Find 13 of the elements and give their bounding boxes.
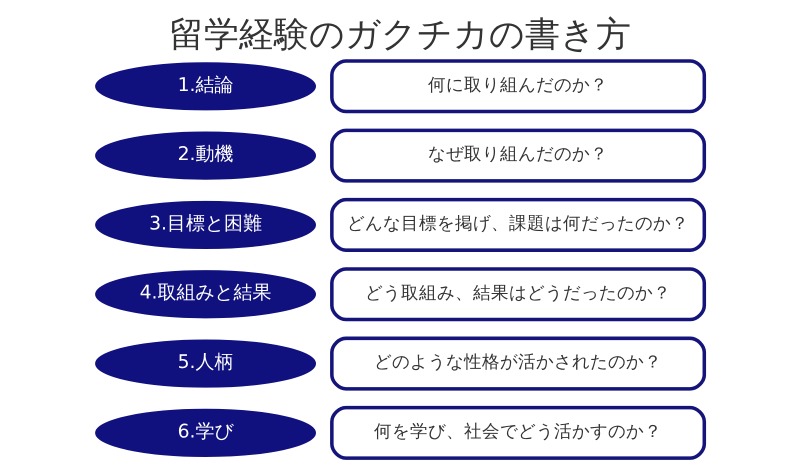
node-box: どう取組み、結果はどうだったのか？ <box>330 267 706 322</box>
node-ellipse: 4.取組みと結果 <box>95 270 316 318</box>
node-box: なぜ取り組んだのか？ <box>330 128 706 183</box>
node-box: どのような性格が活かされたのか？ <box>330 336 706 391</box>
node-ellipse: 3.目標と困難 <box>95 200 316 250</box>
node-ellipse: 2.動機 <box>95 132 316 180</box>
node-ellipse: 6.学び <box>95 408 316 457</box>
node-ellipse: 5.人柄 <box>95 339 316 388</box>
node-box: どんな目標を掲げ、課題は何だったのか？ <box>330 198 706 252</box>
node-box: 何に取り組んだのか？ <box>330 59 706 114</box>
node-ellipse: 1.結論 <box>95 62 316 110</box>
node-box: 何を学び、社会でどう活かすのか？ <box>330 406 706 460</box>
diagram-title: 留学経験のガクチカの書き方 <box>169 14 631 55</box>
